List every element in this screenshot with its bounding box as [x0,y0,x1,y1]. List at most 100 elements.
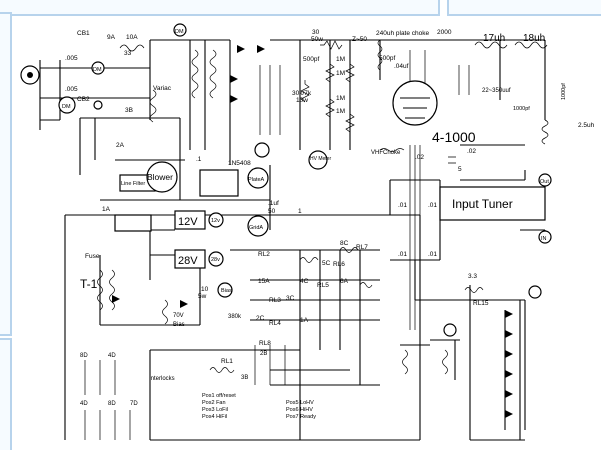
label-line-filter-1: Line Filter [121,181,145,187]
label-6a: 6A [340,278,349,285]
label-04uf: .04uf [394,63,409,70]
label-pos2: Pos2 Fan [202,400,226,406]
blower-housing [199,169,239,197]
lamp-28v [208,251,224,267]
label-rl1: RL1 [221,358,233,365]
bias-connector [528,285,542,299]
label-1m-a: 1M [336,56,345,63]
label-out: Out [540,179,549,185]
dm-meter-2 [91,61,105,75]
label-8d-a: 8D [80,353,88,359]
label-28v-lamp: 28v [211,257,220,263]
label-12v: 12V [178,216,198,228]
label-4d-a: 4D [108,353,116,359]
label-t1: T-1 [80,277,98,291]
label-1m-c: 1M [336,95,345,102]
label-8d-b: 8D [108,401,116,407]
label-9a: 9A [107,34,116,41]
label-rl2: RL2 [258,251,270,258]
label-4d-b: 4D [80,401,88,407]
label-4c: 4C [300,278,309,285]
label-2000: 2000 [437,29,452,36]
label-variac: Variac [153,85,172,92]
label-10w: 10w [296,97,308,104]
background-panel-top-left [0,0,440,16]
dm-meter-5 [443,323,457,337]
label-dm-c: DM [175,29,184,35]
background-panel-bottom-left [0,338,12,450]
label-c1uf: .1uf [268,200,279,207]
label-01-c: .01 [398,251,407,258]
label-02-b: .02 [467,148,476,155]
label-cb1: CB1 [77,30,90,37]
label-5w: 5w [198,293,207,300]
label-pos5: Pos5 LoHV [286,400,314,406]
label-dm-a: DM [93,67,102,73]
grid-ammeter [247,215,269,237]
label-7d: 7D [130,401,138,407]
label-1m-b: 1M [336,70,345,77]
label-dm-b: DM [62,104,71,110]
label-rl6: RL6 [333,261,345,268]
label-1n5408: 1N5408 [228,160,251,167]
meter-circle [254,142,270,158]
label-3-3: 3.3 [468,273,477,280]
label-5c: 5C [322,260,331,267]
label-rl5: RL5 [317,282,329,289]
label-17uh: 17uh [483,33,505,44]
label-c005b: .005 [65,86,78,93]
label-rl8: RL8 [259,340,271,347]
label-3c: 3C [286,295,295,302]
label-r5: 5 [458,166,462,173]
label-in: IN [541,236,547,242]
label-hv-meter: HV Meter [310,156,331,162]
label-vhf-choke: VHFChoke [371,150,401,156]
label-rl4: RL4 [269,320,281,327]
line-filter-2 [114,214,152,232]
label-input-tuner: Input Tuner [452,197,513,211]
dm-meter-4 [93,100,103,110]
hv-meter-symbol [308,150,328,170]
label-bias-supply: Bias [173,322,185,328]
label-1a-relay: 1A [300,317,309,324]
label-12v-lamp: 12v [211,218,220,224]
components [20,23,552,440]
tube-4-1000-envelope [392,80,438,126]
background-panel-left [0,12,12,336]
label-pos4: Pos4 HiFil [202,414,227,420]
label-tube-4-1000: 4-1000 [432,129,476,145]
supply-28v-box [174,249,206,269]
label-grida: GridA [249,225,263,231]
label-1000pf-a: 1000pf [513,106,530,112]
blower-motor [146,161,178,193]
label-interlocks: Interlocks [149,376,175,382]
label-rl15: RL15 [473,300,489,307]
label-c50: 50 [268,208,276,215]
label-01-d: .01 [428,251,437,258]
label-3b: 3B [125,107,133,114]
label-10a: 10A [126,34,138,41]
label-pos3: Pos3 LoFil [202,407,228,413]
label-2c: 2C [256,315,265,322]
label-2-5uh: 2.5uh [578,122,595,129]
label-platea: PlateA [248,177,265,183]
label-blower: Blower [147,172,173,182]
label-500pf: 500pf [303,56,319,63]
label-1a: 1A [102,206,111,213]
label-r1: 1 [298,208,302,215]
label-r33: 33 [124,50,132,57]
labels: CB1 CB2 9A 10A 33 .005 .005 DM DM DM 3B … [62,29,595,420]
label-c005a: .005 [65,55,78,62]
label-30k: 30k/7k [292,90,312,97]
supply-12v-box [174,210,206,230]
dm-meter-1 [58,96,76,114]
label-8c: 8C [340,240,349,247]
out-connector [538,173,552,187]
label-70v: 70V [173,313,184,319]
label-01-a: .01 [398,202,407,209]
label-rl7: RL7 [356,244,368,251]
label-c1: .1 [196,156,202,163]
label-18uh: 18uh [523,33,545,44]
